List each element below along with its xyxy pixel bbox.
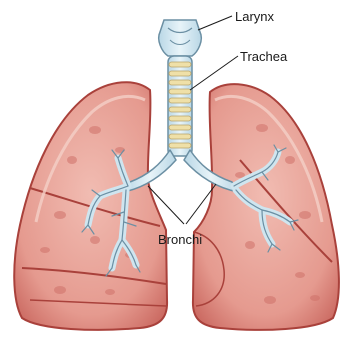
larynx-leader — [198, 16, 232, 30]
trachea-label: Trachea — [240, 49, 288, 64]
larynx-label: Larynx — [235, 9, 275, 24]
left-lung — [193, 84, 339, 330]
trachea — [168, 56, 192, 156]
bronchi-label: Bronchi — [158, 232, 202, 247]
larynx — [159, 20, 202, 56]
